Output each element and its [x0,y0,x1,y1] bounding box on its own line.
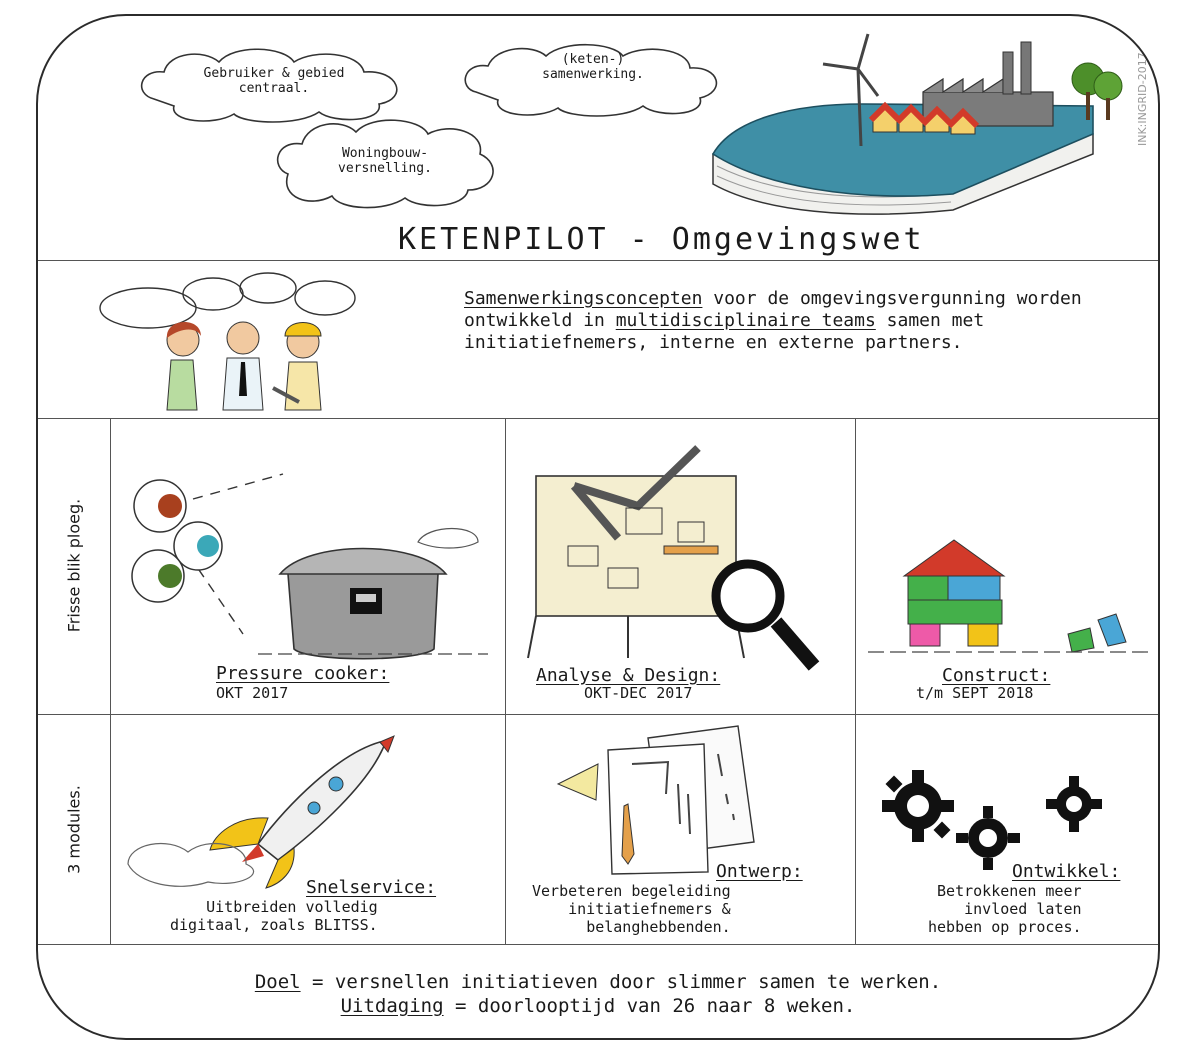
analysis-board-illustration [527,445,820,671]
divider-col-2 [855,418,856,944]
caption-ontwerp-text: Verbeteren begeleiding initiatiefnemers … [532,882,731,936]
book-city-illustration [711,33,1123,215]
footer-challenge-text: = doorlooptijd van 26 naar 8 weken. [443,995,856,1017]
cloud-chain-collab-text: (keten-) samenwerking. [542,52,644,82]
side-label-fresh-team: Frisse blik ploeg. [64,498,84,633]
pressure-cooker-illustration [131,473,488,660]
caption-snelservice-text: Uitbreiden volledig digitaal, zoals BLIT… [170,898,378,934]
caption-ontwerp: Ontwerp: [716,861,803,882]
caption-ontwikkel-text: Betrokkenen meer invloed laten hebben op… [928,882,1082,936]
artist-credit: INK:INGRID-2017 [1136,52,1149,146]
intro-paragraph: Samenwerkingsconcepten voor de omgevings… [464,288,1104,354]
footer-challenge: Uitdaging = doorlooptijd van 26 naar 8 w… [38,994,1158,1018]
caption-ontwikkel: Ontwikkel: [1012,861,1121,882]
cloud-user-area [140,48,398,123]
team-people-illustration [99,272,356,411]
side-label-modules: 3 modules. [64,785,84,874]
construct-blocks-illustration [868,539,1153,653]
footer-goal-label: Doel [254,971,301,993]
footer-challenge-label: Uitdaging [340,995,444,1017]
rocket-illustration [127,735,395,889]
caption-construct-date: t/m SEPT 2018 [916,684,1034,702]
caption-pressure-cooker: Pressure cooker: [216,663,390,684]
cloud-user-area-text: Gebruiker & gebied centraal. [203,66,345,96]
caption-analysis-design: Analyse & Design: [536,665,721,686]
intro-term-concepts: Samenwerkingsconcepten [464,288,703,309]
cloud-chain-collab [464,43,718,117]
intro-text-1: voor de omgevingsvergunning worden ontwi… [464,288,1082,331]
divider-side-column [110,418,111,944]
divider-row-1 [38,714,1158,715]
intro-term-teams: multidisciplinaire teams [615,310,876,331]
gears-illustration [882,770,1102,870]
intro-text-2: samen met initiatiefnemers, interne en e… [464,310,985,353]
divider-col-1 [505,418,506,944]
cloud-housing-acceleration-text: Woningbouw- versnelling. [338,146,432,176]
footer-goal: Doel = versnellen initiatieven door slim… [38,970,1158,994]
divider-header [38,260,1158,261]
caption-pressure-cooker-date: OKT 2017 [216,684,289,702]
infographic-frame: Gebruiker & gebied centraal. (keten-) sa… [36,14,1160,1040]
caption-snelservice: Snelservice: [306,877,437,898]
caption-analysis-design-date: OKT-DEC 2017 [584,684,693,702]
divider-row-2 [38,944,1158,945]
caption-construct: Construct: [942,665,1051,686]
footer-goal-text: = versnellen initiatieven door slimmer s… [300,971,942,993]
cloud-housing-acceleration [277,119,494,209]
divider-intro [38,418,1158,419]
page-title: KETENPILOT - Omgevingswet [398,222,925,257]
design-papers-illustration [556,725,755,875]
